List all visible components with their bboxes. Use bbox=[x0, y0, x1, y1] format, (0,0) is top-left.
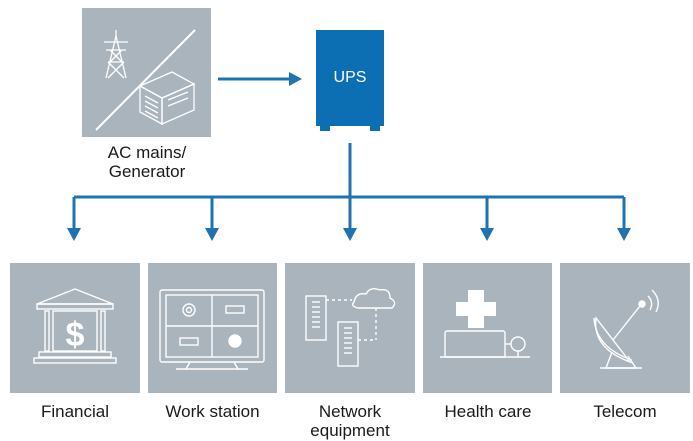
monitor-icon bbox=[159, 289, 265, 370]
tile-health-care bbox=[423, 263, 552, 393]
ups-unit bbox=[316, 30, 384, 126]
satellite-dish-icon bbox=[593, 289, 659, 369]
ups-label: UPS bbox=[333, 69, 367, 86]
svg-text:$: $ bbox=[66, 316, 85, 354]
label-work-station: Work station bbox=[165, 402, 260, 421]
distribution-arrowheads bbox=[67, 228, 631, 241]
label-health-care: Health care bbox=[444, 402, 532, 421]
source-label-line2: Generator bbox=[108, 162, 186, 181]
distribution-lines bbox=[72, 143, 626, 229]
tile-telecom bbox=[560, 263, 690, 393]
generator-icon bbox=[138, 71, 196, 126]
source-label: AC mains/ Generator bbox=[72, 143, 222, 181]
tile-financial bbox=[10, 263, 140, 393]
label-network-line2: equipment bbox=[310, 421, 390, 440]
network-icon bbox=[305, 287, 396, 367]
arrow-source-to-ups bbox=[218, 72, 302, 86]
diagonal-divider bbox=[95, 29, 196, 131]
source-label-line1: AC mains/ bbox=[107, 143, 187, 162]
ups-foot-left bbox=[320, 126, 330, 131]
medical-icon bbox=[440, 290, 530, 358]
label-financial: Financial bbox=[40, 402, 110, 421]
power-tower-icon bbox=[104, 30, 128, 79]
label-network-line1: Network bbox=[318, 402, 382, 421]
bank-icon: $ bbox=[33, 288, 117, 364]
label-network-equipment: Network equipment bbox=[285, 402, 415, 440]
label-telecom: Telecom bbox=[593, 402, 657, 421]
ups-foot-right bbox=[370, 126, 380, 131]
